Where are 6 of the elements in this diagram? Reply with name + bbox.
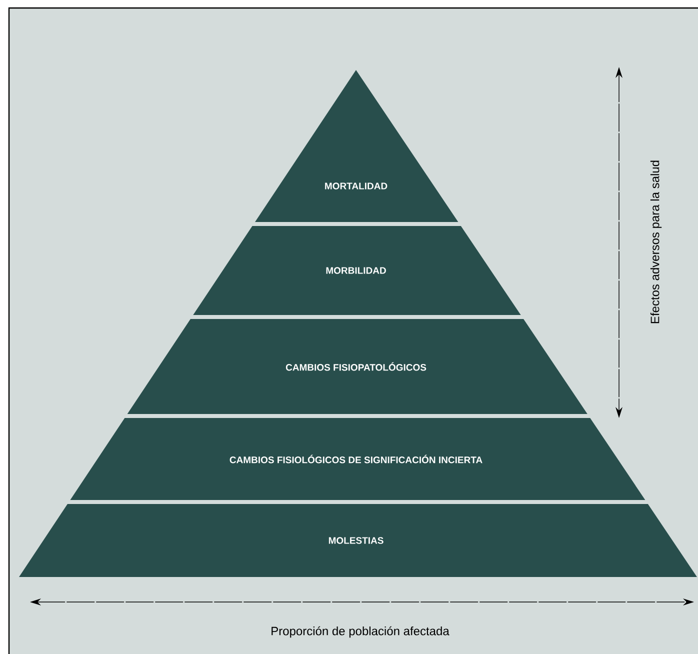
- axis-label: Efectos adversos para la salud: [650, 160, 662, 324]
- pyramid-band: MORTALIDAD: [255, 70, 458, 222]
- pyramid-band: MOLESTIAS: [19, 504, 697, 577]
- pyramid-band: MORBILIDAD: [193, 226, 521, 315]
- axis-label: Proporción de población afectada: [272, 626, 450, 638]
- pyramid-band: CAMBIOS FISIOPATOLÓGICOS: [127, 319, 588, 414]
